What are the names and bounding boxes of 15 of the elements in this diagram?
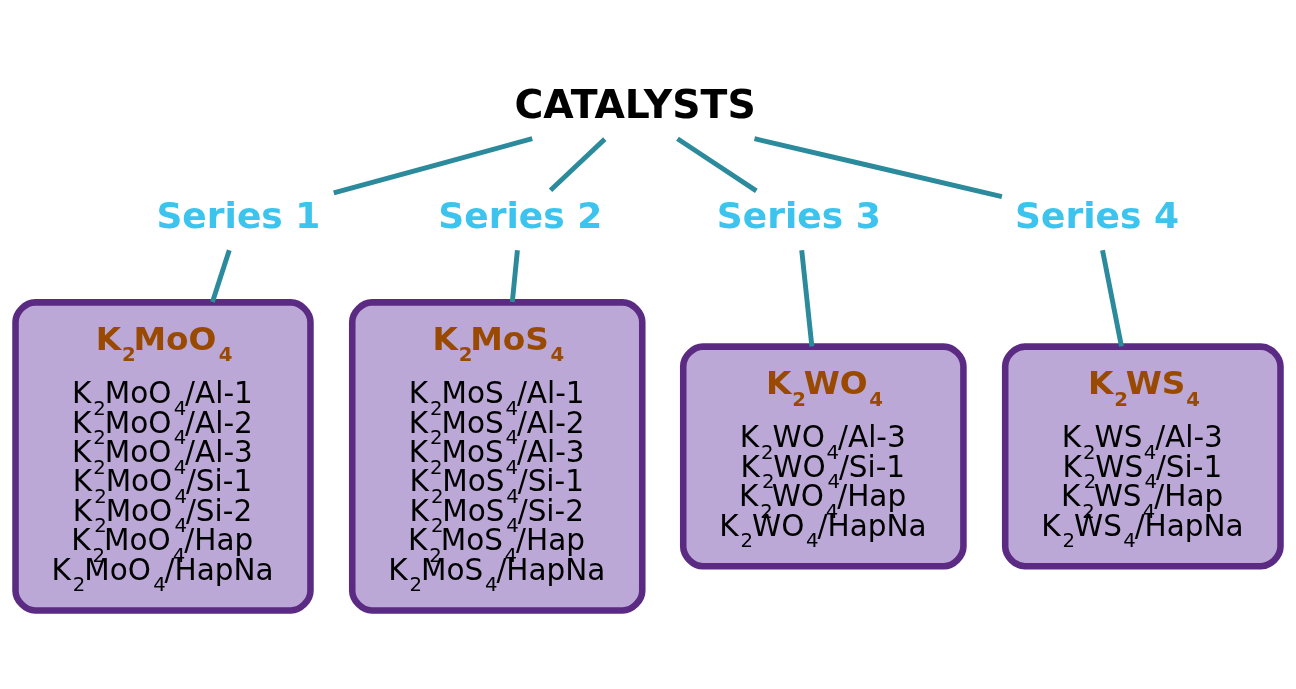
connector <box>1100 249 1124 347</box>
node-box: K$_{2}$MoS$_{4}$ K$_{2}$MoS$_{4}$/Al-1 K$_{2}$MoS$_{4}$/Al-2 K$_{2}$MoS$_{4}$/Al-3 K$_{2}$MoS$_{4}$/Si-1 K$_{2}$MoS$_{4}$/Si-2 K$_{2}$MoS$_{4}$/Hap K$_{2}$MoS$_{4}$/HapNa <box>348 298 646 614</box>
node-box: K$_{2}$MoO$_{4}$ K$_{2}$MoO$_{4}$/Al-1 K$_{2}$MoO$_{4}$/Al-2 K$_{2}$MoO$_{4}$/Al-3 K$_{2}$MoO$_{4}$/Si-1 K$_{2}$MoO$_{4}$/Si-2 K$_{2}$MoO$_{4}$/Hap K$_{2}$MoO$_{4}$/HapNa <box>12 298 314 614</box>
connector <box>509 249 520 302</box>
connector <box>753 135 1003 199</box>
node-text: Series 1 <box>156 194 321 236</box>
node-text: Series 3 <box>716 194 881 236</box>
node-text: Series 4 <box>1015 194 1180 236</box>
connector <box>676 136 758 193</box>
connector <box>333 135 533 195</box>
connector <box>548 136 607 192</box>
node-text: CATALYSTS <box>514 81 756 127</box>
connector <box>799 249 815 347</box>
node-text: Series 2 <box>438 194 603 236</box>
connector <box>210 248 232 303</box>
